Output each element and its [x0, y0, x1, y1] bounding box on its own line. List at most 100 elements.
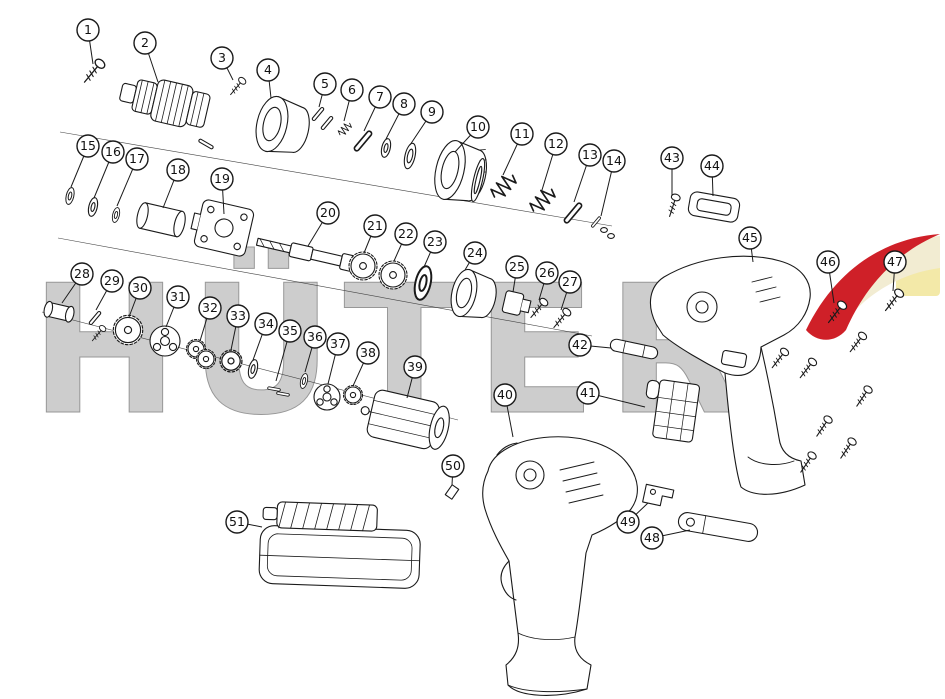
screw-drawing [227, 75, 248, 98]
callout-20: 20 [307, 201, 340, 247]
svg-text:16: 16 [105, 144, 121, 159]
gearbox-housing-drawing [190, 199, 255, 257]
callout-15: 15 [70, 134, 100, 188]
svg-text:8: 8 [400, 96, 408, 111]
callout-24: 24 [463, 241, 487, 271]
planet-carrier-drawing [313, 383, 341, 411]
svg-text:40: 40 [497, 387, 513, 402]
gear-drawing [378, 260, 408, 290]
svg-text:37: 37 [330, 336, 346, 351]
callout-9: 9 [409, 100, 444, 146]
bit-holder-drawing [642, 483, 675, 507]
spindle-drawing [255, 237, 355, 272]
callout-22: 22 [393, 222, 418, 262]
svg-text:32: 32 [202, 300, 218, 315]
callout-48: 48 [640, 526, 691, 550]
svg-text:19: 19 [214, 171, 230, 186]
callout-18: 18 [162, 158, 190, 209]
callout-17: 17 [116, 147, 149, 207]
svg-text:11: 11 [514, 126, 530, 141]
washer-drawing [110, 206, 122, 224]
svg-text:33: 33 [230, 308, 246, 323]
svg-text:44: 44 [704, 158, 720, 173]
callout-37: 37 [326, 332, 350, 385]
callout-27: 27 [558, 270, 582, 311]
svg-text:18: 18 [170, 162, 186, 177]
svg-text:30: 30 [132, 280, 148, 295]
callout-5: 5 [313, 72, 337, 108]
spring-drawing [487, 169, 520, 203]
svg-text:7: 7 [376, 89, 384, 104]
callout-32: 32 [198, 296, 222, 342]
callout-26: 26 [535, 261, 559, 301]
svg-text:6: 6 [348, 82, 356, 97]
callout-35: 35 [275, 319, 302, 382]
callout-6: 6 [340, 78, 364, 122]
svg-text:17: 17 [129, 151, 145, 166]
screw-drawing [79, 56, 108, 87]
callout-10: 10 [454, 115, 490, 153]
callout-13: 13 [573, 143, 602, 203]
callout-38: 38 [352, 341, 380, 387]
svg-text:38: 38 [360, 345, 376, 360]
svg-text:48: 48 [644, 530, 660, 545]
pin-drawing [197, 138, 215, 150]
gear-drawing [219, 349, 243, 373]
svg-text:2: 2 [141, 35, 149, 50]
callout-2: 2 [133, 31, 159, 83]
pin-drawing [590, 215, 602, 229]
housing-half-drawing [649, 255, 811, 495]
screw-drawing [664, 192, 682, 219]
callout-39: 39 [403, 355, 427, 399]
callout-46: 46 [816, 250, 840, 304]
svg-text:45: 45 [742, 230, 758, 245]
svg-text:46: 46 [820, 254, 836, 269]
fr-slider-drawing [609, 338, 659, 360]
callout-44: 44 [700, 154, 724, 197]
svg-text:36: 36 [307, 329, 323, 344]
pin-drawing [320, 115, 334, 131]
svg-text:31: 31 [170, 289, 186, 304]
svg-text:15: 15 [80, 138, 96, 153]
svg-text:25: 25 [509, 259, 525, 274]
callout-29: 29 [95, 269, 124, 311]
small-part-drawing [444, 484, 460, 500]
spring-drawing [336, 120, 354, 138]
svg-text:49: 49 [620, 514, 636, 529]
callout-34: 34 [252, 312, 278, 361]
battery-pack-drawing [258, 501, 421, 589]
svg-text:51: 51 [229, 514, 245, 529]
bracket-small-drawing [501, 290, 532, 316]
callout-11: 11 [502, 122, 534, 176]
gear-cylinder-drawing [136, 202, 186, 238]
pin-drawing [311, 106, 325, 122]
callout-36: 36 [303, 325, 327, 373]
svg-text:3: 3 [218, 50, 226, 65]
callout-19: 19 [210, 167, 234, 215]
washer-drawing [379, 137, 393, 159]
washer-drawing [63, 186, 77, 206]
callout-14: 14 [600, 149, 626, 217]
svg-text:34: 34 [258, 316, 274, 331]
svg-text:13: 13 [582, 147, 598, 162]
callout-8: 8 [385, 92, 416, 140]
callout-49: 49 [616, 502, 649, 534]
callout-51: 51 [225, 510, 263, 534]
gear-cup-drawing [450, 268, 497, 319]
planet-carrier-drawing [149, 325, 181, 357]
callout-25: 25 [505, 255, 529, 293]
callout-40: 40 [493, 383, 517, 438]
svg-text:27: 27 [562, 274, 578, 289]
callout-21: 21 [363, 214, 387, 254]
cover-plate-drawing [687, 191, 741, 223]
callout-47: 47 [883, 250, 907, 292]
callout-42: 42 [568, 333, 612, 357]
callout-1: 1 [76, 18, 100, 65]
small-bushings-drawing [600, 227, 615, 239]
callout-23: 23 [423, 230, 447, 268]
motor-drawing [360, 389, 450, 450]
svg-text:22: 22 [398, 226, 414, 241]
svg-text:10: 10 [470, 119, 486, 134]
